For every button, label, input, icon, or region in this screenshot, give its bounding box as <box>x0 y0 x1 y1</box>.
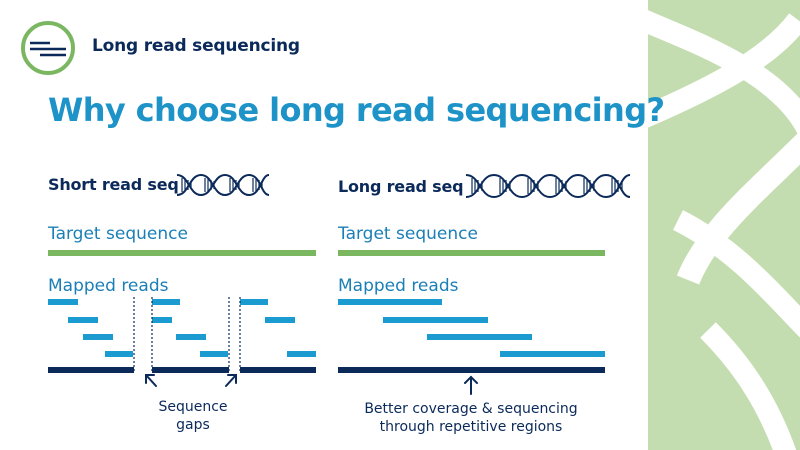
short-read <box>240 299 268 305</box>
long-read <box>383 317 488 323</box>
long-target-label: Target sequence <box>338 224 478 244</box>
short-read <box>265 317 295 323</box>
sequencing-logo-icon <box>21 21 75 75</box>
long-read <box>500 351 605 357</box>
short-read <box>200 351 228 357</box>
gap-arrows <box>145 374 237 387</box>
long-read <box>427 334 532 340</box>
long-mapped-label: Mapped reads <box>338 276 459 296</box>
short-read-gap-lines <box>48 297 316 373</box>
short-read <box>152 317 172 323</box>
decorative-side-panel <box>648 0 800 450</box>
short-mapped-label: Mapped reads <box>48 276 169 296</box>
caption-line: gaps <box>176 417 210 433</box>
long-genome-bar <box>338 367 605 373</box>
dna-strand-decoration <box>648 10 800 450</box>
header-title: Long read sequencing <box>92 36 300 56</box>
caption-line: Better coverage & sequencing <box>364 401 578 417</box>
short-read <box>68 317 98 323</box>
short-read <box>152 299 180 305</box>
caption-line: through repetitive regions <box>379 419 563 435</box>
coverage-caption: Better coverage & sequencing through rep… <box>351 400 591 436</box>
short-read <box>48 299 78 305</box>
sequence-gaps-caption: Sequence gaps <box>143 398 243 434</box>
short-read <box>176 334 206 340</box>
short-read-title: Short read seq <box>48 175 179 194</box>
long-read-title: Long read seq <box>338 177 464 196</box>
short-target-label: Target sequence <box>48 224 188 244</box>
long-target-sequence-bar <box>338 250 605 256</box>
caption-line: Sequence <box>158 399 228 415</box>
short-read <box>83 334 113 340</box>
short-target-sequence-bar <box>48 250 316 256</box>
dna-helix-icon <box>176 173 270 197</box>
dna-helix-icon <box>465 173 631 199</box>
short-read <box>287 351 316 357</box>
long-read <box>338 299 442 305</box>
short-read <box>105 351 133 357</box>
page-title: Why choose long read sequencing? <box>48 91 665 129</box>
arrow-up-icon <box>464 375 478 395</box>
